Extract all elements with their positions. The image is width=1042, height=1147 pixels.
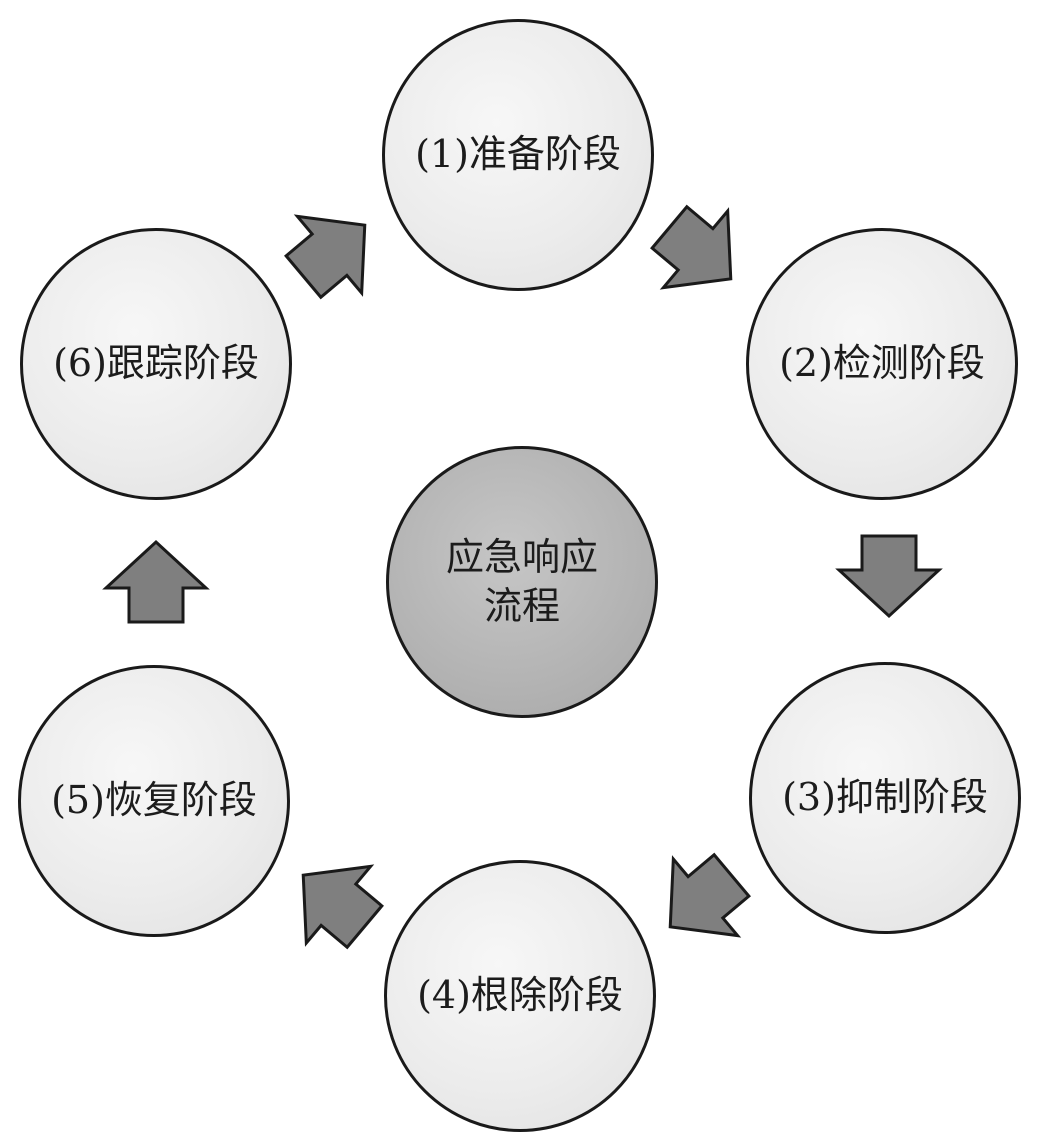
phase-node-containment: (3)抑制阶段 [749, 662, 1021, 934]
phase-label-preparation: (1)准备阶段 [415, 132, 621, 177]
arrow-4-to-5 [301, 864, 384, 950]
arrow-5-to-6 [102, 539, 210, 624]
arrow-2-to-3 [835, 534, 943, 619]
arrow-1-to-2 [650, 204, 733, 290]
center-node-process: 应急响应 流程 [386, 446, 658, 718]
phase-label-recovery: (5)恢复阶段 [51, 778, 257, 823]
center-label: 应急响应 流程 [445, 534, 598, 628]
arrow-3-to-4 [668, 852, 751, 938]
phase-label-containment: (3)抑制阶段 [782, 775, 988, 820]
phase-node-tracking: (6)跟踪阶段 [20, 228, 292, 500]
phase-node-detection: (2)检测阶段 [746, 228, 1018, 500]
phase-node-recovery: (5)恢复阶段 [18, 665, 290, 937]
phase-label-tracking: (6)跟踪阶段 [53, 341, 259, 386]
phase-node-preparation: (1)准备阶段 [382, 19, 654, 291]
phase-node-eradication: (4)根除阶段 [384, 860, 656, 1132]
phase-label-eradication: (4)根除阶段 [417, 973, 623, 1018]
phase-label-detection: (2)检测阶段 [779, 341, 985, 386]
arrow-6-to-1 [284, 214, 367, 300]
